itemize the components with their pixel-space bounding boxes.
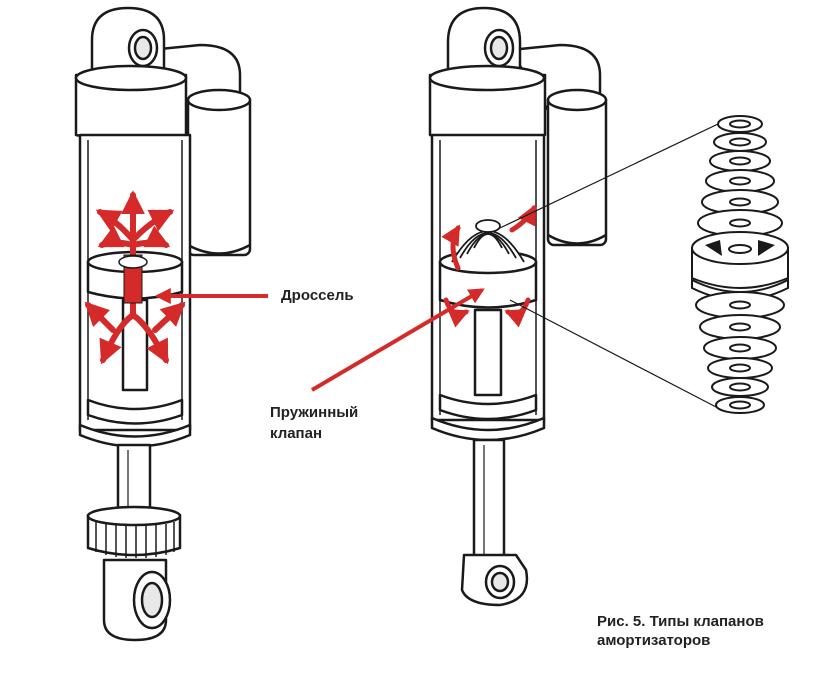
- left-reservoir-body: [186, 93, 252, 257]
- spring-valve-stack: [451, 219, 525, 263]
- figure-caption-line2: амортизаторов: [597, 632, 711, 649]
- label-throttle: Дроссель: [281, 287, 354, 304]
- exploded-spring-valve: [691, 115, 789, 414]
- right-piston-rod: [472, 438, 506, 562]
- right-reservoir-body: [546, 93, 608, 247]
- spring-valve-flow-arrows: [441, 204, 537, 328]
- figure-caption-line1: Рис. 5. Типы клапанов: [597, 613, 764, 630]
- label-spring-valve-line1: Пружинный: [270, 404, 359, 421]
- spring-valve-pointer-line: [310, 288, 485, 392]
- label-spring-valve-line2: клапан: [270, 425, 323, 442]
- left-shock-absorber: [74, 6, 252, 642]
- throttle-flow-arrows: [84, 190, 186, 365]
- right-shock-absorber: [428, 6, 608, 607]
- exploded-view-leader-lines: [499, 123, 719, 409]
